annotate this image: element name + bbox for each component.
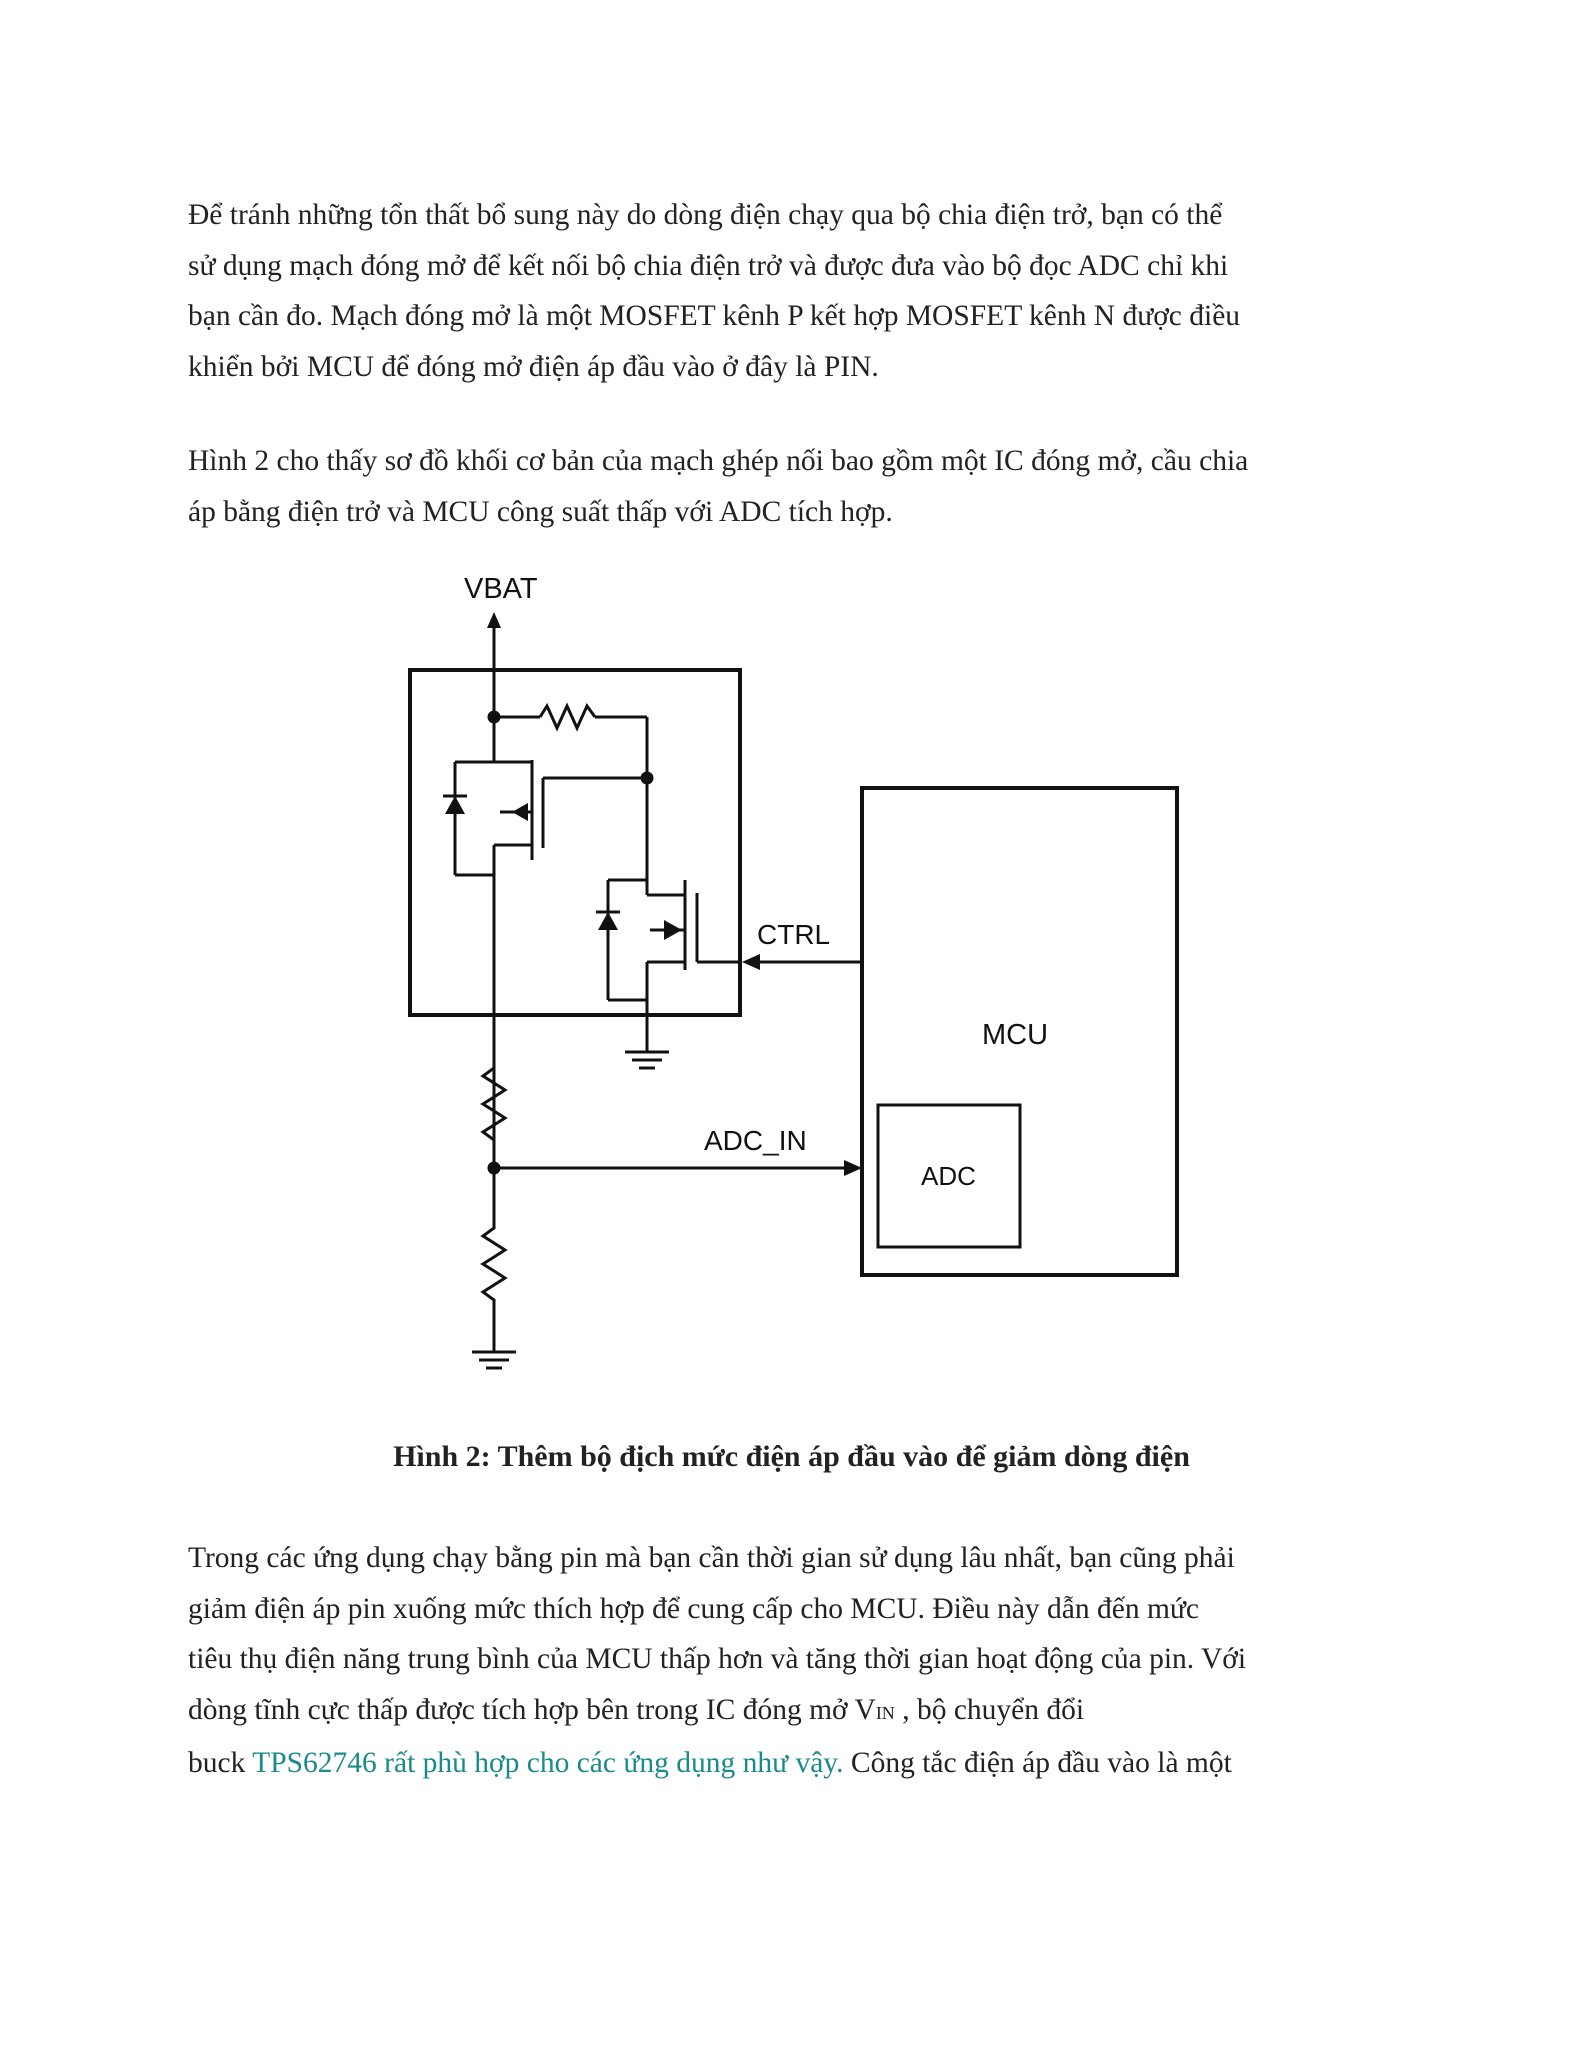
mcu-label: MCU: [982, 1019, 1048, 1051]
text-line: Để tránh những tổn thất bổ sung này do d…: [188, 199, 1223, 231]
mcu-box: [860, 786, 1179, 1277]
paragraph-intro: Để tránh những tổn thất bổ sung này do d…: [188, 190, 1418, 392]
text-segment: dòng tĩnh cực thấp được tích hợp bên tro…: [188, 1693, 876, 1726]
resistor-top: [538, 702, 597, 732]
text-line: sử dụng mạch đóng mở để kết nối bộ chia …: [188, 249, 1229, 282]
text-segment: , bộ chuyển đổi: [894, 1693, 1085, 1726]
ctrl-arrow: [742, 954, 760, 970]
adc-in-arrow: [844, 1160, 862, 1176]
vbat-label: VBAT: [464, 573, 538, 605]
vbat-arrow: [487, 612, 501, 628]
tps62746-link[interactable]: TPS62746 rất phù hợp cho các ứng dụng nh…: [252, 1747, 844, 1779]
switch-ic-box: [408, 668, 742, 1017]
ctrl-label: CTRL: [757, 919, 830, 950]
text-line: Trong các ứng dụng chạy bằng pin mà bạn …: [188, 1542, 1235, 1574]
adc-box: [876, 1103, 1022, 1249]
text-line: dòng tĩnh cực thấp được tích hợp bên tro…: [188, 1685, 1418, 1739]
vin-subscript: IN: [875, 1702, 895, 1723]
figure-caption: Hình 2: Thêm bộ địch mức điện áp đầu vào…: [393, 1440, 1190, 1473]
text-line: tiêu thụ điện năng trung bình của MCU th…: [188, 1643, 1247, 1675]
paragraph-figure-intro: Hình 2 cho thấy sơ đồ khối cơ bản của mạ…: [188, 436, 1418, 537]
circuit-diagram: VBAT CTRL MCU AD: [408, 573, 1179, 1370]
text-line: khiển bởi MCU để đóng mở điện áp đầu vào…: [188, 350, 879, 383]
text-segment: buck: [188, 1747, 253, 1779]
text-line: áp bằng điện trở và MCU công suất thấp v…: [188, 495, 893, 528]
adc-label: ADC: [921, 1161, 976, 1191]
text-line: buck TPS62746 rất phù hợp cho các ứng dụ…: [188, 1738, 1418, 1789]
paragraph-buck-converter: Trong các ứng dụng chạy bằng pin mà bạn …: [188, 1533, 1418, 1789]
adc-in-label: ADC_IN: [704, 1125, 807, 1156]
text-line: bạn cần đo. Mạch đóng mở là một MOSFET k…: [188, 300, 1241, 332]
text-line: giảm điện áp pin xuống mức thích hợp để …: [188, 1592, 1200, 1625]
text-line: Hình 2 cho thấy sơ đồ khối cơ bản của mạ…: [188, 445, 1249, 477]
resistor-divider-upper: [480, 1060, 508, 1168]
text-segment: Công tắc điện áp đầu vào là một: [843, 1747, 1232, 1779]
resistor-divider-lower: [480, 1168, 508, 1352]
